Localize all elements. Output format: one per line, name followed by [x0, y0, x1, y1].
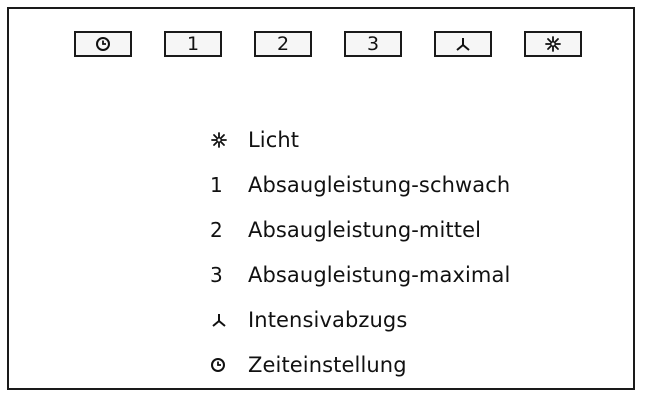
legend-label: Absaugleistung-maximal	[248, 262, 511, 287]
level-1-label: 1	[186, 32, 200, 55]
legend-item: Licht	[206, 117, 510, 162]
light-icon	[544, 35, 562, 53]
level-3-button[interactable]: 3	[344, 31, 402, 57]
light-icon	[206, 125, 248, 155]
timer-icon	[95, 36, 111, 52]
legend: Licht 1 Absaugleistung-schwach 2 Absaugl…	[206, 117, 510, 387]
legend-symbol: 2	[210, 217, 223, 242]
legend-item: 3 Absaugleistung-maximal	[206, 252, 510, 297]
legend-label: Licht	[248, 127, 300, 152]
level-2-label: 2	[276, 32, 290, 55]
level-1-button[interactable]: 1	[164, 31, 222, 57]
legend-item: Zeiteinstellung	[206, 342, 510, 387]
legend-item: 2 Absaugleistung-mittel	[206, 207, 510, 252]
legend-label: Intensivabzugs	[248, 307, 408, 332]
button-row: 1 2 3	[9, 31, 633, 61]
intensive-button[interactable]	[434, 31, 492, 57]
level-3-label: 3	[366, 32, 380, 55]
intensive-fan-icon	[206, 305, 248, 335]
timer-icon	[206, 350, 248, 380]
legend-label: Absaugleistung-mittel	[248, 217, 482, 242]
legend-item: 1 Absaugleistung-schwach	[206, 162, 510, 207]
intensive-fan-icon	[454, 36, 472, 52]
control-panel-diagram: 1 2 3	[7, 7, 635, 390]
legend-symbol: 3	[210, 262, 223, 287]
level-2-button[interactable]: 2	[254, 31, 312, 57]
legend-label: Zeiteinstellung	[248, 352, 407, 377]
timer-button[interactable]	[74, 31, 132, 57]
legend-item: Intensivabzugs	[206, 297, 510, 342]
light-button[interactable]	[524, 31, 582, 57]
legend-label: Absaugleistung-schwach	[248, 172, 511, 197]
legend-symbol: 1	[210, 172, 223, 197]
